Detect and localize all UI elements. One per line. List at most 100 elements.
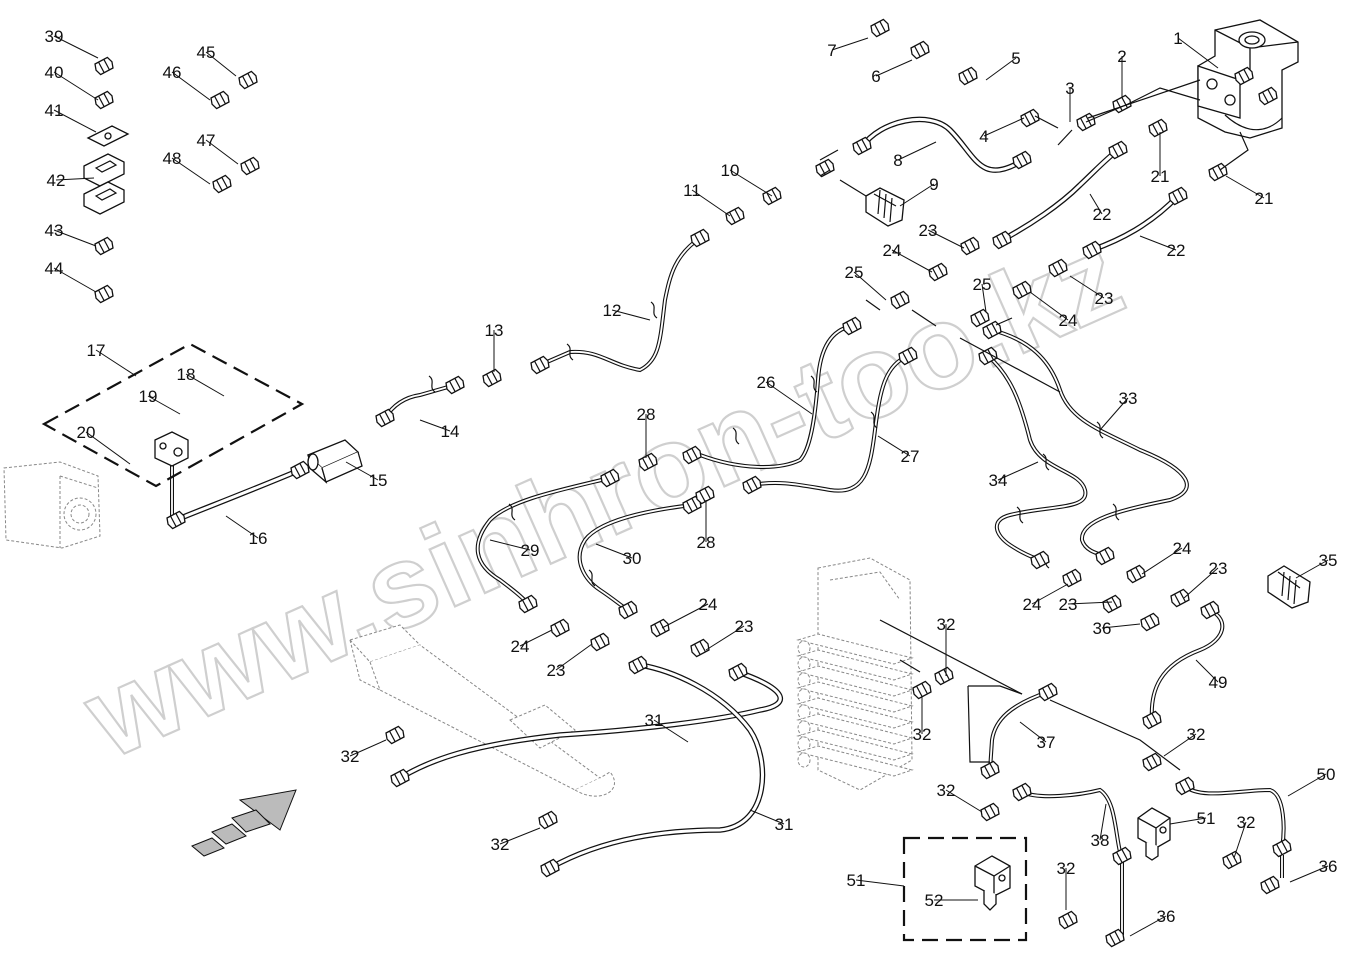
valve-section	[796, 665, 914, 697]
leader-line	[1029, 291, 1069, 321]
leader-line	[1067, 601, 1113, 605]
direction-arrow-icon	[191, 789, 297, 857]
fitting	[690, 228, 710, 248]
leader-line	[877, 435, 911, 457]
callout-label: 21	[1151, 167, 1170, 186]
leader-line	[345, 461, 379, 481]
fitting	[1258, 86, 1278, 106]
pressure-switch	[865, 187, 905, 227]
fitting	[540, 858, 560, 878]
leader-line	[997, 461, 1039, 481]
fitting	[980, 802, 1000, 822]
valve-section	[796, 649, 914, 681]
fitting	[210, 90, 230, 110]
fitting	[960, 236, 980, 256]
break-mark	[588, 569, 596, 587]
leader-line	[1295, 559, 1329, 579]
fitting	[898, 346, 918, 366]
callout-label: 30	[623, 549, 642, 568]
callout-label: 12	[603, 301, 622, 320]
leader-line	[1129, 915, 1167, 937]
fitting	[240, 156, 260, 176]
callout-label: 48	[163, 149, 182, 168]
leader-line	[53, 267, 97, 293]
fitting	[1175, 776, 1195, 796]
ghost-cylinder	[349, 624, 616, 797]
leader-line	[945, 789, 983, 813]
callout-label: 24	[1023, 595, 1042, 614]
callout-label: 25	[973, 275, 992, 294]
callout-label: 45	[197, 43, 216, 62]
callout-label: 49	[1209, 673, 1228, 692]
valve-block-51-left	[974, 855, 1011, 911]
fitting	[958, 66, 978, 86]
valve-section	[796, 745, 914, 777]
leader-lines	[53, 35, 1329, 937]
mounting-bracket	[154, 431, 189, 467]
fitting	[1142, 710, 1162, 730]
leader-line	[729, 169, 773, 197]
leader-line	[983, 117, 1025, 137]
leader-line	[1225, 175, 1265, 199]
connector-lines	[819, 79, 1249, 771]
fitting	[1126, 564, 1146, 584]
fitting	[638, 452, 658, 472]
callout-label: 22	[1093, 205, 1112, 224]
fitting	[482, 368, 502, 388]
leader-line	[171, 157, 211, 185]
callout-label: 10	[721, 161, 740, 180]
callout-label: 35	[1319, 551, 1338, 570]
leader-line	[705, 625, 745, 651]
leader-line	[1169, 817, 1207, 825]
fitting	[992, 230, 1012, 250]
leader-line	[555, 643, 593, 671]
callout-label: 20	[77, 423, 96, 442]
leader-line	[1233, 821, 1247, 859]
fitting	[1102, 594, 1122, 614]
callout-label: 32	[1187, 725, 1206, 744]
break-mark	[1042, 453, 1050, 471]
leader-line	[831, 37, 869, 51]
kit-box-51	[902, 836, 1028, 942]
callout-label: 29	[521, 541, 540, 560]
callout-label: 25	[845, 263, 864, 282]
fitting	[1168, 186, 1188, 206]
callout-label: 14	[441, 422, 460, 441]
leader-line	[595, 543, 633, 559]
leader-line	[1101, 623, 1141, 629]
fitting	[1095, 546, 1115, 566]
callout-label: 39	[45, 27, 64, 46]
callout-label: 18	[177, 365, 196, 384]
fitting	[1082, 240, 1102, 260]
fitting	[890, 290, 910, 310]
fitting	[94, 90, 114, 110]
callout-label: 47	[197, 131, 216, 150]
clamp-set	[83, 125, 130, 215]
fitting	[728, 662, 748, 682]
leader-line	[1163, 733, 1197, 757]
leader-line	[499, 827, 541, 845]
callout-label: 24	[1059, 311, 1078, 330]
fitting	[912, 680, 932, 700]
callout-label: 7	[827, 41, 836, 60]
callout-label: 23	[1059, 595, 1078, 614]
callout-label: 1	[1173, 29, 1182, 48]
callout-label: 16	[249, 529, 268, 548]
break-mark	[732, 427, 740, 445]
callout-label: 23	[1209, 559, 1228, 578]
leader-line	[981, 283, 987, 313]
callout-label: 51	[1197, 809, 1216, 828]
callout-label: 13	[485, 321, 504, 340]
ghost-control-valve	[796, 557, 914, 791]
fitting	[94, 56, 114, 76]
leader-line	[55, 177, 95, 181]
leader-line	[1099, 397, 1129, 431]
fitting	[1260, 875, 1280, 895]
callout-label: 24	[699, 595, 718, 614]
break-mark	[428, 375, 436, 393]
fitting	[934, 666, 954, 686]
fitting	[682, 495, 702, 515]
leader-line	[1099, 803, 1107, 841]
callout-label: 28	[637, 405, 656, 424]
